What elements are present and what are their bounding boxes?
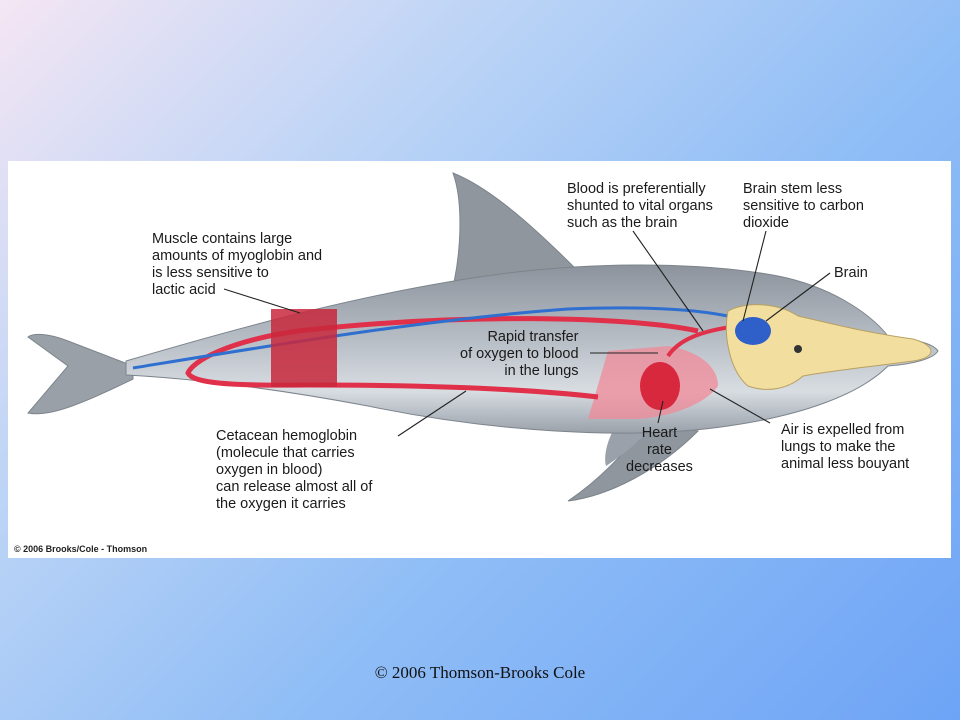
- artery-loop: [185, 316, 699, 400]
- label-air-expelled: Air is expelled from lungs to make the a…: [781, 422, 910, 472]
- dolphin-illustration: [27, 172, 939, 502]
- vein: [132, 306, 749, 370]
- diagram-figure: Muscle contains large amounts of myoglob…: [8, 161, 951, 558]
- label-heart-rate: Heart rate decreases: [626, 425, 693, 475]
- label-rapid-transfer: Rapid transfer of oxygen to blood in the…: [460, 329, 579, 379]
- skull: [725, 304, 932, 390]
- label-hemoglobin: Cetacean hemoglobin (molecule that carri…: [216, 428, 373, 512]
- brain: [735, 317, 771, 345]
- slide-footer: © 2006 Thomson-Brooks Cole: [374, 663, 586, 682]
- muscle-block: [271, 309, 337, 387]
- tail-fluke: [27, 333, 134, 415]
- label-brain: Brain: [834, 265, 868, 281]
- eye: [794, 345, 802, 353]
- flipper-rear: [605, 423, 653, 466]
- image-credit: © 2006 Brooks/Cole - Thomson: [14, 544, 148, 554]
- dolphin-body: [125, 264, 939, 434]
- label-blood-shunt: Blood is preferentially shunted to vital…: [567, 181, 713, 231]
- heart: [640, 362, 680, 410]
- label-muscle: Muscle contains large amounts of myoglob…: [152, 231, 323, 298]
- leader-lines: [223, 230, 831, 437]
- label-brain-stem: Brain stem less sensitive to carbon diox…: [743, 181, 864, 231]
